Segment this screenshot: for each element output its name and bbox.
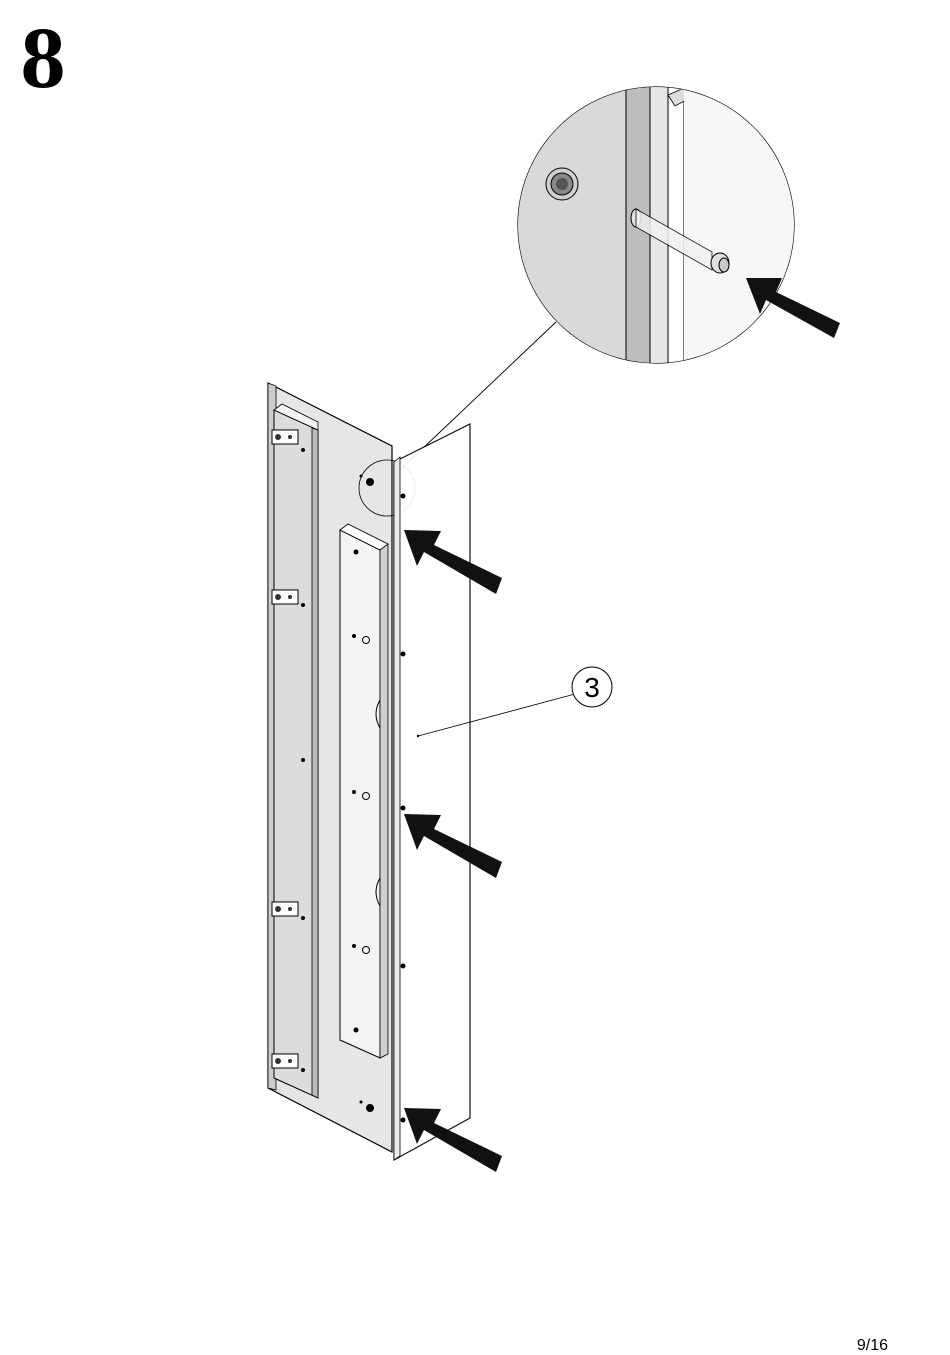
zoom-insert-arrow xyxy=(746,278,840,338)
hinge-1 xyxy=(272,430,298,444)
page-number: 9/16 xyxy=(857,1337,888,1355)
side-panel xyxy=(268,383,415,1152)
hinge-3 xyxy=(272,902,298,916)
cam-lock-hole xyxy=(546,168,578,200)
zoom-detail xyxy=(500,80,840,380)
hinge-2 xyxy=(272,590,298,604)
hinge-4 xyxy=(272,1054,298,1068)
part-callout-label: 3 xyxy=(584,672,600,703)
